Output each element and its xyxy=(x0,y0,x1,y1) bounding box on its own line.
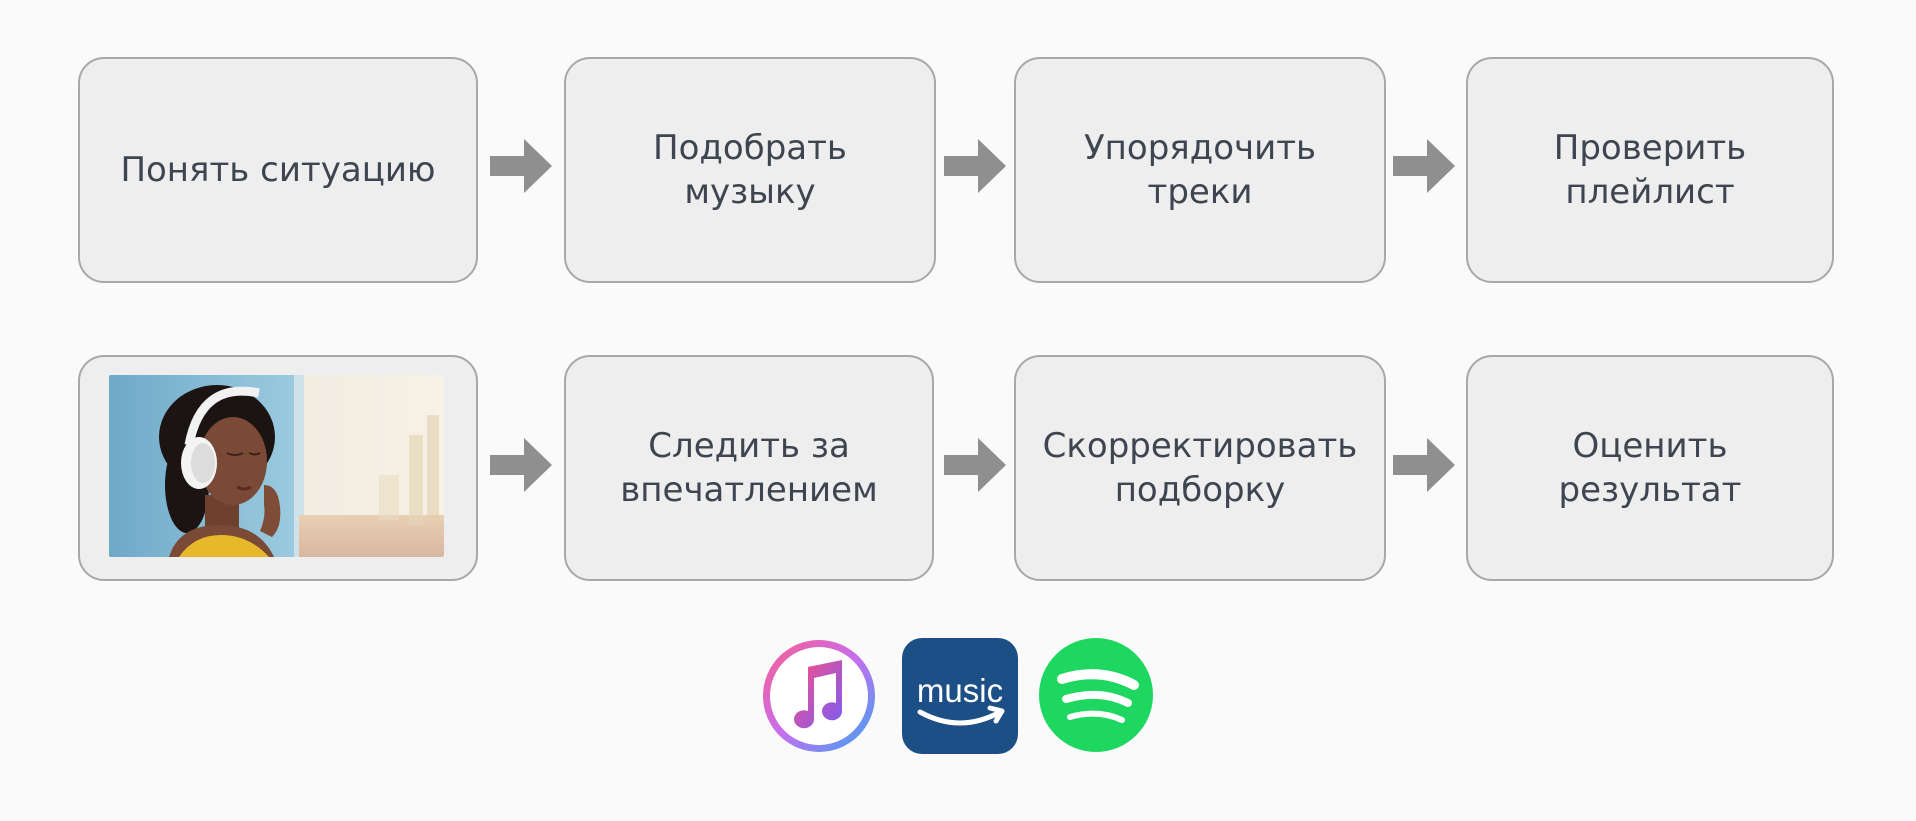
step-follow-impression: Следить за впечатлением xyxy=(564,355,934,581)
apple-music-icon xyxy=(763,640,875,752)
amazon-music-label: music xyxy=(917,672,1003,709)
amazon-music-icon: music xyxy=(902,638,1018,754)
step-label: Скорректировать подборку xyxy=(1042,426,1358,510)
step-evaluate-result: Оценить результат xyxy=(1466,355,1834,581)
step-pick-music: Подобрать музыку xyxy=(564,57,936,283)
step-adjust-selection: Скорректировать подборку xyxy=(1014,355,1386,581)
arrow-right-icon xyxy=(944,139,1006,193)
step-label: Оценить результат xyxy=(1558,426,1742,510)
photo-card xyxy=(78,355,478,581)
step-label: Следить за впечатлением xyxy=(620,426,878,510)
step-label: Упорядочить треки xyxy=(1083,128,1317,212)
arrow-right-icon xyxy=(1393,438,1455,492)
arrow-right-icon xyxy=(944,438,1006,492)
step-label: Подобрать музыку xyxy=(653,128,847,212)
step-label: Понять ситуацию xyxy=(120,150,436,190)
photo-woman-with-headphones xyxy=(109,375,444,557)
step-order-tracks: Упорядочить треки xyxy=(1014,57,1386,283)
step-label: Проверить плейлист xyxy=(1553,128,1747,212)
step-understand-situation: Понять ситуацию xyxy=(78,57,478,283)
arrow-right-icon xyxy=(1393,139,1455,193)
spotify-icon xyxy=(1039,638,1153,752)
arrow-right-icon xyxy=(490,438,552,492)
step-check-playlist: Проверить плейлист xyxy=(1466,57,1834,283)
headphones-listener-image xyxy=(109,375,444,557)
arrow-right-icon xyxy=(490,139,552,193)
